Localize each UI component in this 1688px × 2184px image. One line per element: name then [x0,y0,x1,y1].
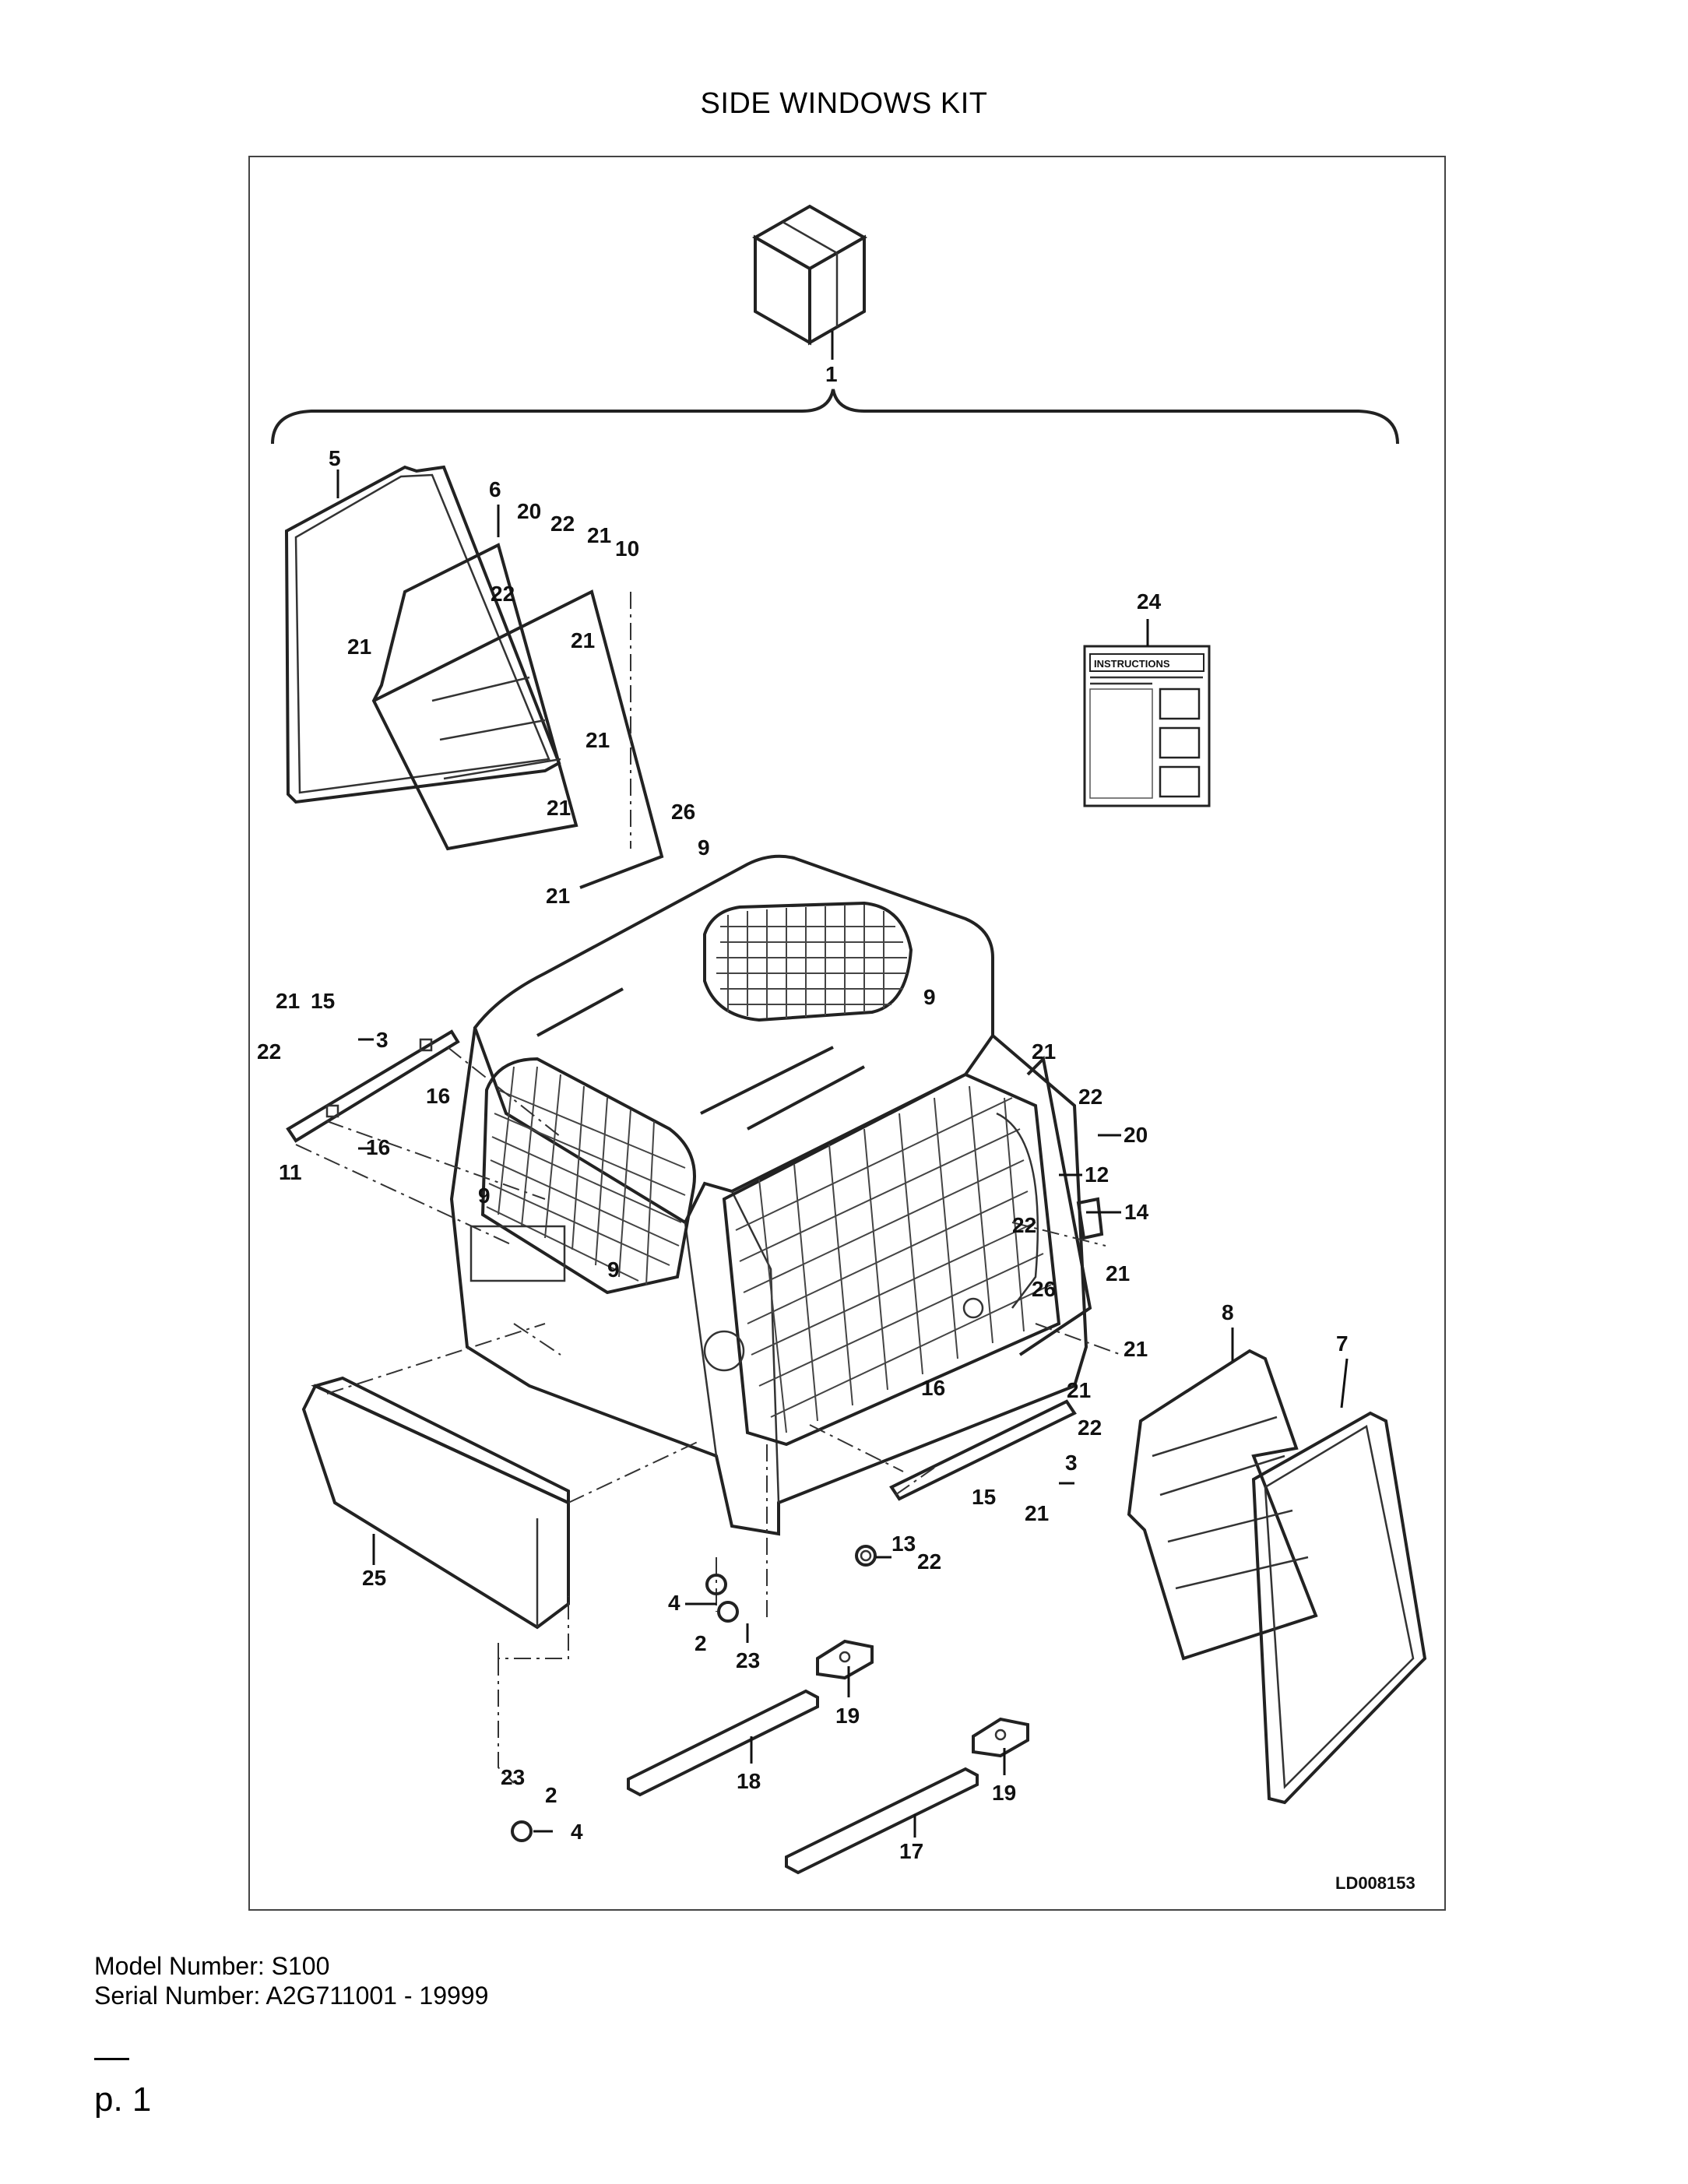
page-rule [94,2058,129,2060]
callout-26b: 26 [1032,1277,1056,1301]
callout-16c: 16 [921,1376,945,1400]
callout-1: 1 [825,362,838,386]
callout-22: 22 [550,512,575,536]
callout-26: 26 [671,800,695,824]
seal-strip-12 [1018,1055,1092,1356]
callout-16b: 16 [366,1135,390,1159]
callout-9d: 9 [607,1257,620,1282]
rail-18 [627,1689,819,1797]
cover-panel-25 [301,1376,570,1630]
callout-numbers: 1 5 6 20 22 21 10 22 21 21 21 21 26 9 21… [257,362,1349,1863]
window-frame-6 [371,543,578,851]
kit-brace [271,389,1399,445]
callout-10: 10 [615,536,639,561]
window-frame-8 [1127,1349,1318,1661]
callout-13: 13 [891,1532,916,1556]
callout-22b: 22 [491,582,515,606]
diagram-frame [248,156,1446,1911]
callout-21d: 21 [586,728,610,752]
kit-box [751,204,868,346]
callout-21h: 21 [1032,1039,1056,1064]
callout-4b: 4 [571,1820,583,1844]
callout-15: 15 [311,989,335,1013]
callout-2: 2 [695,1631,707,1655]
callout-22f: 22 [1078,1416,1102,1440]
callout-leaders [336,470,1349,1838]
callout-2b: 2 [545,1783,557,1807]
callout-22c: 22 [257,1039,281,1064]
callout-11: 11 [279,1160,302,1184]
callout-21k: 21 [1067,1378,1091,1402]
page-title: SIDE WINDOWS KIT [700,87,988,120]
callout-3: 3 [376,1028,389,1052]
callout-21b: 21 [347,635,371,659]
callout-4: 4 [668,1591,680,1615]
seal-strip-10 [373,589,664,889]
callout-19: 19 [835,1704,860,1728]
callout-21: 21 [587,523,611,547]
cab-body [449,854,1088,1536]
figure-id: LD008153 [1335,1873,1415,1893]
callout-21g: 21 [276,989,300,1013]
callout-14: 14 [1124,1200,1149,1224]
callout-21c: 21 [571,628,595,652]
rail-17 [785,1767,979,1875]
page-number: p. 1 [94,2080,152,2119]
callout-23b: 23 [501,1765,525,1789]
end-block-19b [972,1717,1029,1758]
callout-21e: 21 [547,796,571,820]
callout-12: 12 [1085,1162,1109,1187]
instructions-label: INSTRUCTIONS [1094,658,1170,670]
end-block-19a [816,1639,874,1680]
model-number: Model Number: S100 [94,1952,330,1980]
side-channel-11 [286,1029,460,1143]
callout-5: 5 [329,446,341,470]
callout-3b: 3 [1065,1451,1078,1475]
callout-9b: 9 [923,985,936,1009]
callout-16: 16 [426,1084,450,1108]
callout-22d: 22 [1078,1085,1102,1109]
callout-7: 7 [1336,1331,1349,1356]
instructions-sheet: INSTRUCTIONS [1083,645,1211,807]
latch-14 [1076,1197,1104,1240]
callout-21i: 21 [1106,1261,1130,1285]
callout-20: 20 [517,499,541,523]
callout-8: 8 [1222,1300,1234,1324]
callout-17: 17 [899,1839,923,1863]
serial-number: Serial Number: A2G711001 - 19999 [94,1982,489,2010]
callout-18: 18 [737,1769,761,1793]
callout-20b: 20 [1124,1123,1148,1147]
callout-22g: 22 [917,1549,941,1574]
callout-23: 23 [736,1648,760,1672]
callout-21f: 21 [546,884,570,908]
callout-25: 25 [362,1566,386,1590]
callout-21l: 21 [1025,1501,1049,1525]
callout-19b: 19 [992,1781,1016,1805]
callout-21j: 21 [1124,1337,1148,1361]
callout-15b: 15 [972,1485,996,1509]
callout-9c: 9 [478,1183,491,1208]
callout-22e: 22 [1012,1213,1036,1237]
callout-9: 9 [698,835,710,860]
glass-panel-7 [1251,1411,1427,1805]
hardware-fasteners [511,1545,877,1842]
callout-24: 24 [1137,589,1162,614]
callout-6: 6 [489,477,501,501]
